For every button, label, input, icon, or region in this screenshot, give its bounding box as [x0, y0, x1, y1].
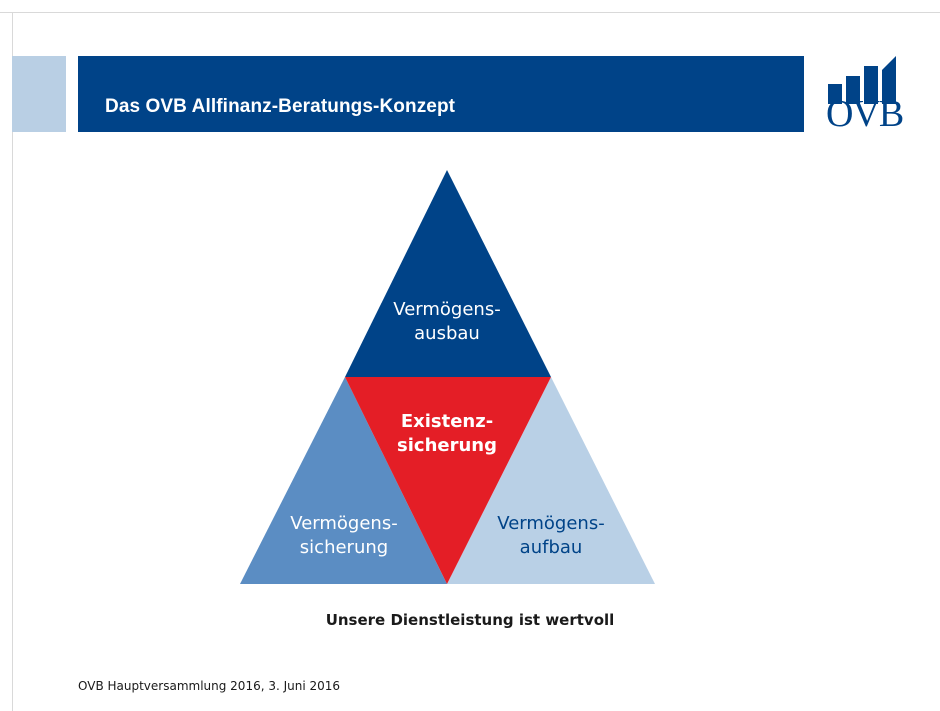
- triangle-top: [345, 170, 551, 377]
- tagline: Unsere Dienstleistung ist wertvoll: [325, 611, 615, 629]
- top-divider: [0, 12, 940, 13]
- header-accent-block: [12, 56, 66, 132]
- label-left: Vermögens- sicherung: [290, 513, 398, 558]
- slide-title: Das OVB Allfinanz-Beratungs-Konzept: [105, 96, 456, 117]
- label-right: Vermögens- aufbau: [497, 513, 605, 558]
- logo-wordmark: OVB: [826, 93, 904, 135]
- left-divider: [12, 12, 13, 711]
- label-center: Existenz- sicherung: [397, 411, 497, 456]
- ovb-logo: OVB: [826, 56, 918, 136]
- title-bar: Das OVB Allfinanz-Beratungs-Konzept: [78, 56, 804, 132]
- label-top: Vermögens- ausbau: [393, 299, 501, 344]
- footer-text: OVB Hauptversammlung 2016, 3. Juni 2016: [78, 679, 341, 693]
- triangle-center: [345, 377, 551, 584]
- logo-bars-icon: [828, 56, 896, 104]
- triangle-right: [447, 377, 655, 584]
- triangle-left: [240, 377, 447, 584]
